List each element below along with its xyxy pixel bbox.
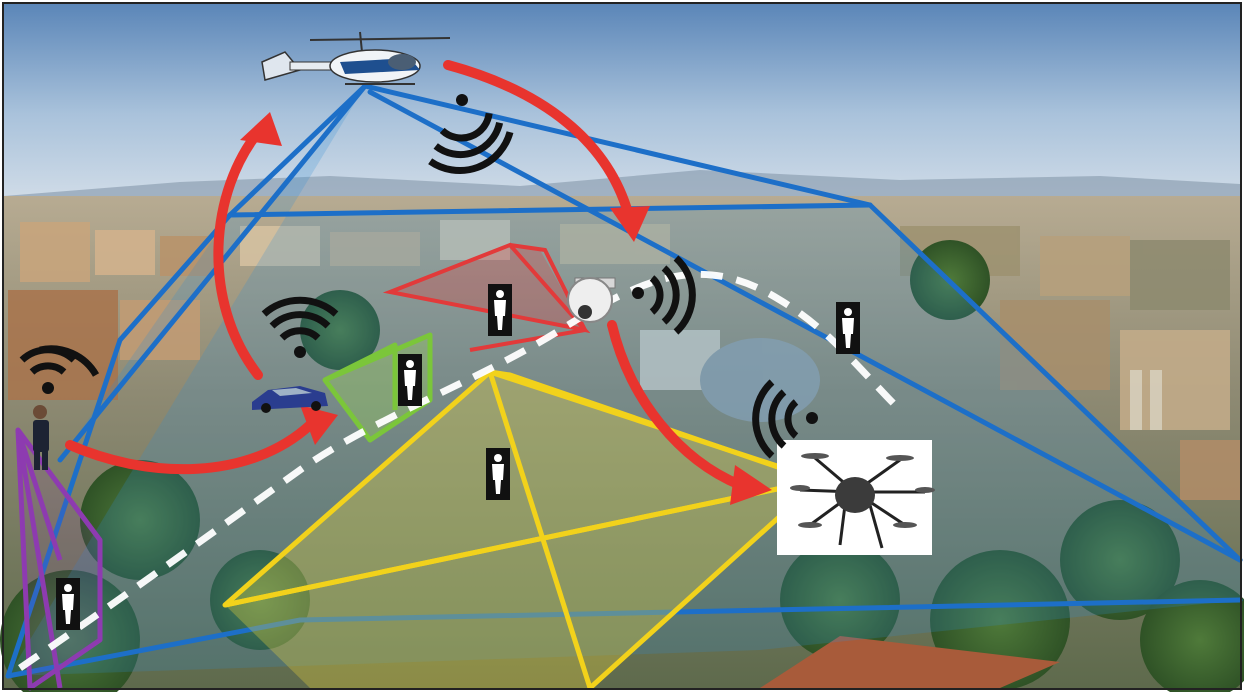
rooftop bbox=[760, 636, 1060, 688]
person-markers bbox=[56, 284, 860, 630]
city-blocks bbox=[8, 220, 1240, 500]
person-icon bbox=[486, 448, 510, 500]
arrowhead-helicopter bbox=[240, 112, 282, 146]
wifi-icon-drone bbox=[752, 379, 818, 459]
arrow-helicopter-to-ptz bbox=[443, 60, 635, 225]
arrowhead-drone bbox=[730, 465, 772, 505]
drone-icon bbox=[777, 440, 935, 555]
arrow-ptz-to-drone bbox=[607, 320, 745, 490]
arrow-officer-to-car bbox=[65, 420, 315, 475]
arrow-heads bbox=[240, 112, 772, 505]
person-icon bbox=[836, 302, 860, 354]
wifi-icon-officer bbox=[19, 345, 100, 394]
handoff-arrows bbox=[65, 60, 745, 490]
wifi-icon-helicopter bbox=[428, 94, 514, 174]
ptz-fov-area bbox=[390, 245, 585, 330]
car-fov-lines bbox=[322, 332, 433, 443]
sky bbox=[4, 4, 1240, 204]
arrowhead-ptz bbox=[610, 206, 650, 242]
person-icon bbox=[56, 578, 80, 630]
person-icon bbox=[488, 284, 512, 336]
police-officer-icon bbox=[33, 405, 49, 470]
ground-fov-area bbox=[225, 372, 820, 688]
wifi-icon-ptz bbox=[632, 255, 696, 335]
person-icon bbox=[398, 354, 422, 406]
wifi-icon-car bbox=[261, 296, 339, 358]
track-path bbox=[18, 270, 903, 671]
arrow-car-to-helicopter bbox=[213, 125, 265, 380]
helicopter-icon bbox=[261, 31, 451, 85]
dome-camera-icon bbox=[567, 277, 616, 323]
arrowhead-car bbox=[300, 405, 338, 445]
car-icon bbox=[252, 386, 328, 413]
